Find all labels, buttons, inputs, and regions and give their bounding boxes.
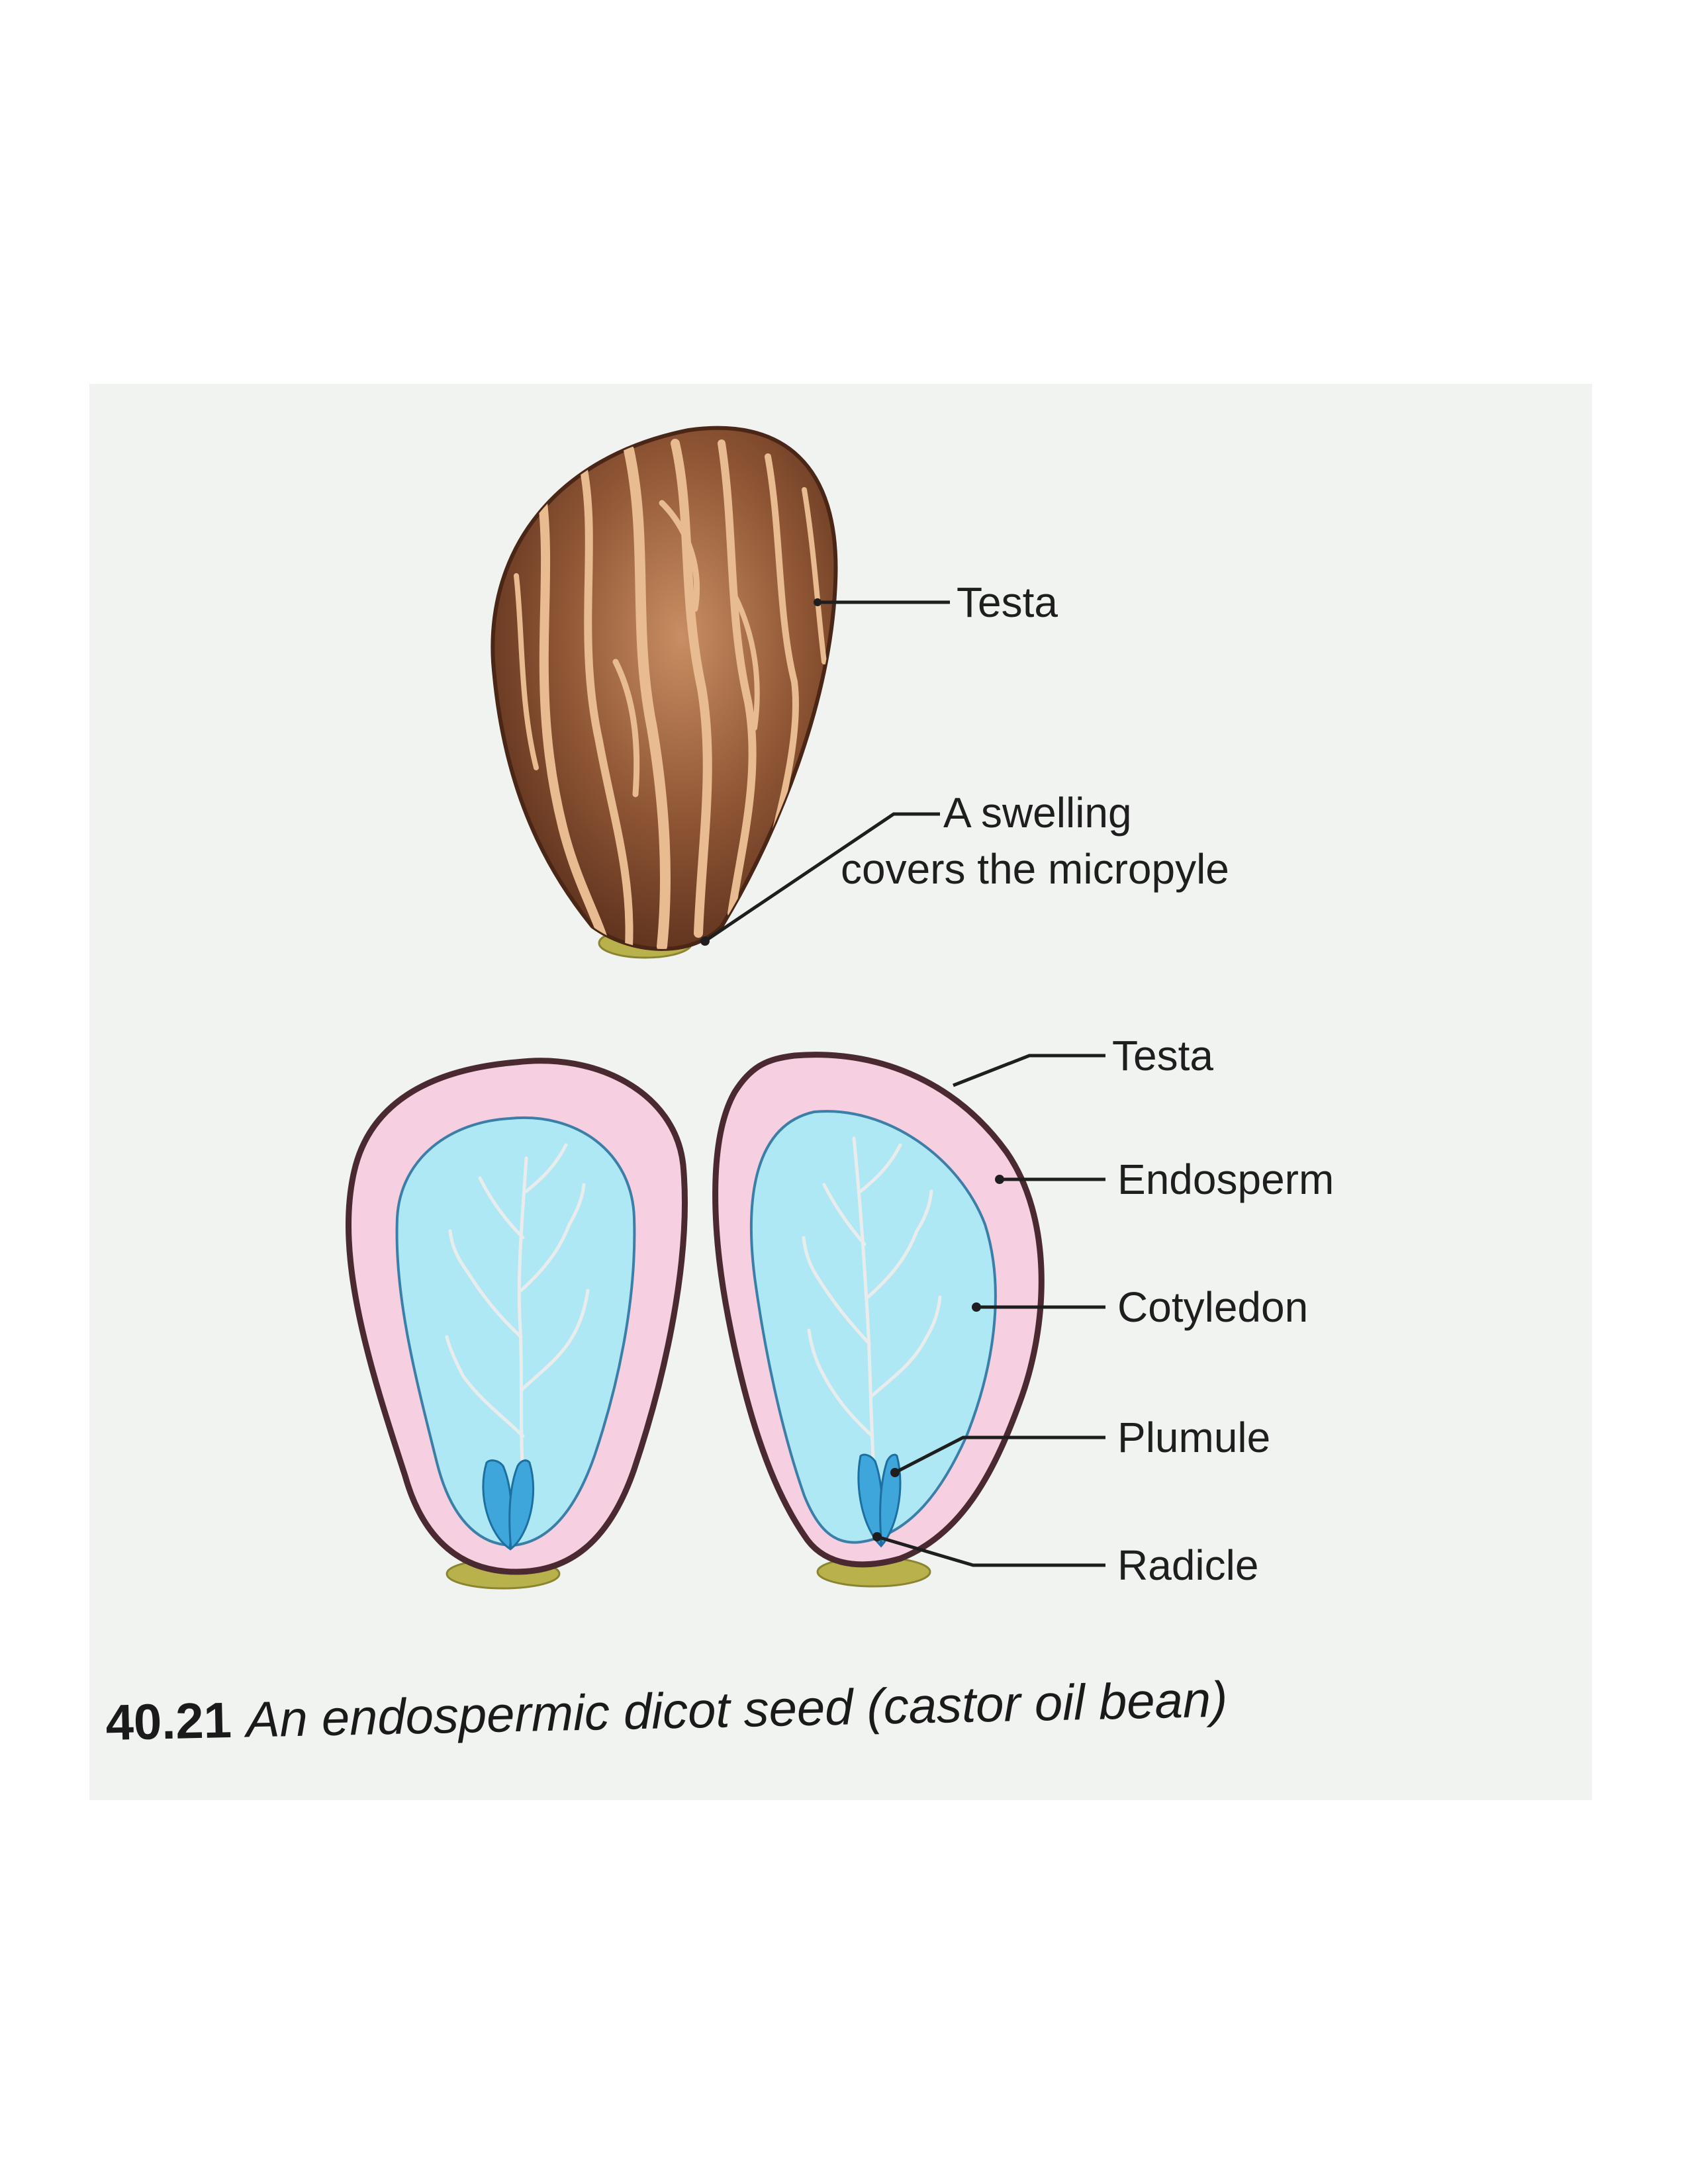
right-embryo [857,1453,902,1548]
right-cotyledon-veins [802,1136,942,1471]
label-radicle: Radicle [1117,1541,1258,1589]
figure-number: 40.21 [105,1692,232,1751]
right-seed-section [712,1052,1045,1588]
leader-radicle [876,1535,1105,1567]
pointer-endosperm [995,1175,1004,1184]
label-cotyledon: Cotyledon [1117,1283,1308,1331]
leader-lines [700,598,1105,1567]
label-swelling-line2: covers the micropyle [841,845,1229,893]
left-cotyledon-veins [445,1143,590,1478]
left-seed-section [346,1058,688,1590]
label-testa-top: Testa [957,578,1058,626]
left-embryo [482,1459,535,1551]
leader-plumule [894,1435,1105,1475]
pointer-testa-top [814,598,821,606]
right-cotyledon [749,1110,997,1544]
pointer-swelling [700,936,710,946]
leader-swelling [704,812,940,943]
testa-markings [514,439,827,949]
pointer-plumule [890,1468,900,1477]
label-testa-section: Testa [1112,1032,1213,1079]
pointer-radicle [872,1532,882,1541]
label-plumule: Plumule [1117,1414,1270,1461]
labels: Testa A swelling covers the micropyle Te… [841,578,1334,1589]
pointer-cotyledon [972,1302,981,1312]
label-endosperm: Endosperm [1117,1156,1334,1203]
label-swelling-line1: A swelling [943,789,1132,837]
whole-seed [491,426,838,959]
leader-testa-section [953,1054,1105,1087]
